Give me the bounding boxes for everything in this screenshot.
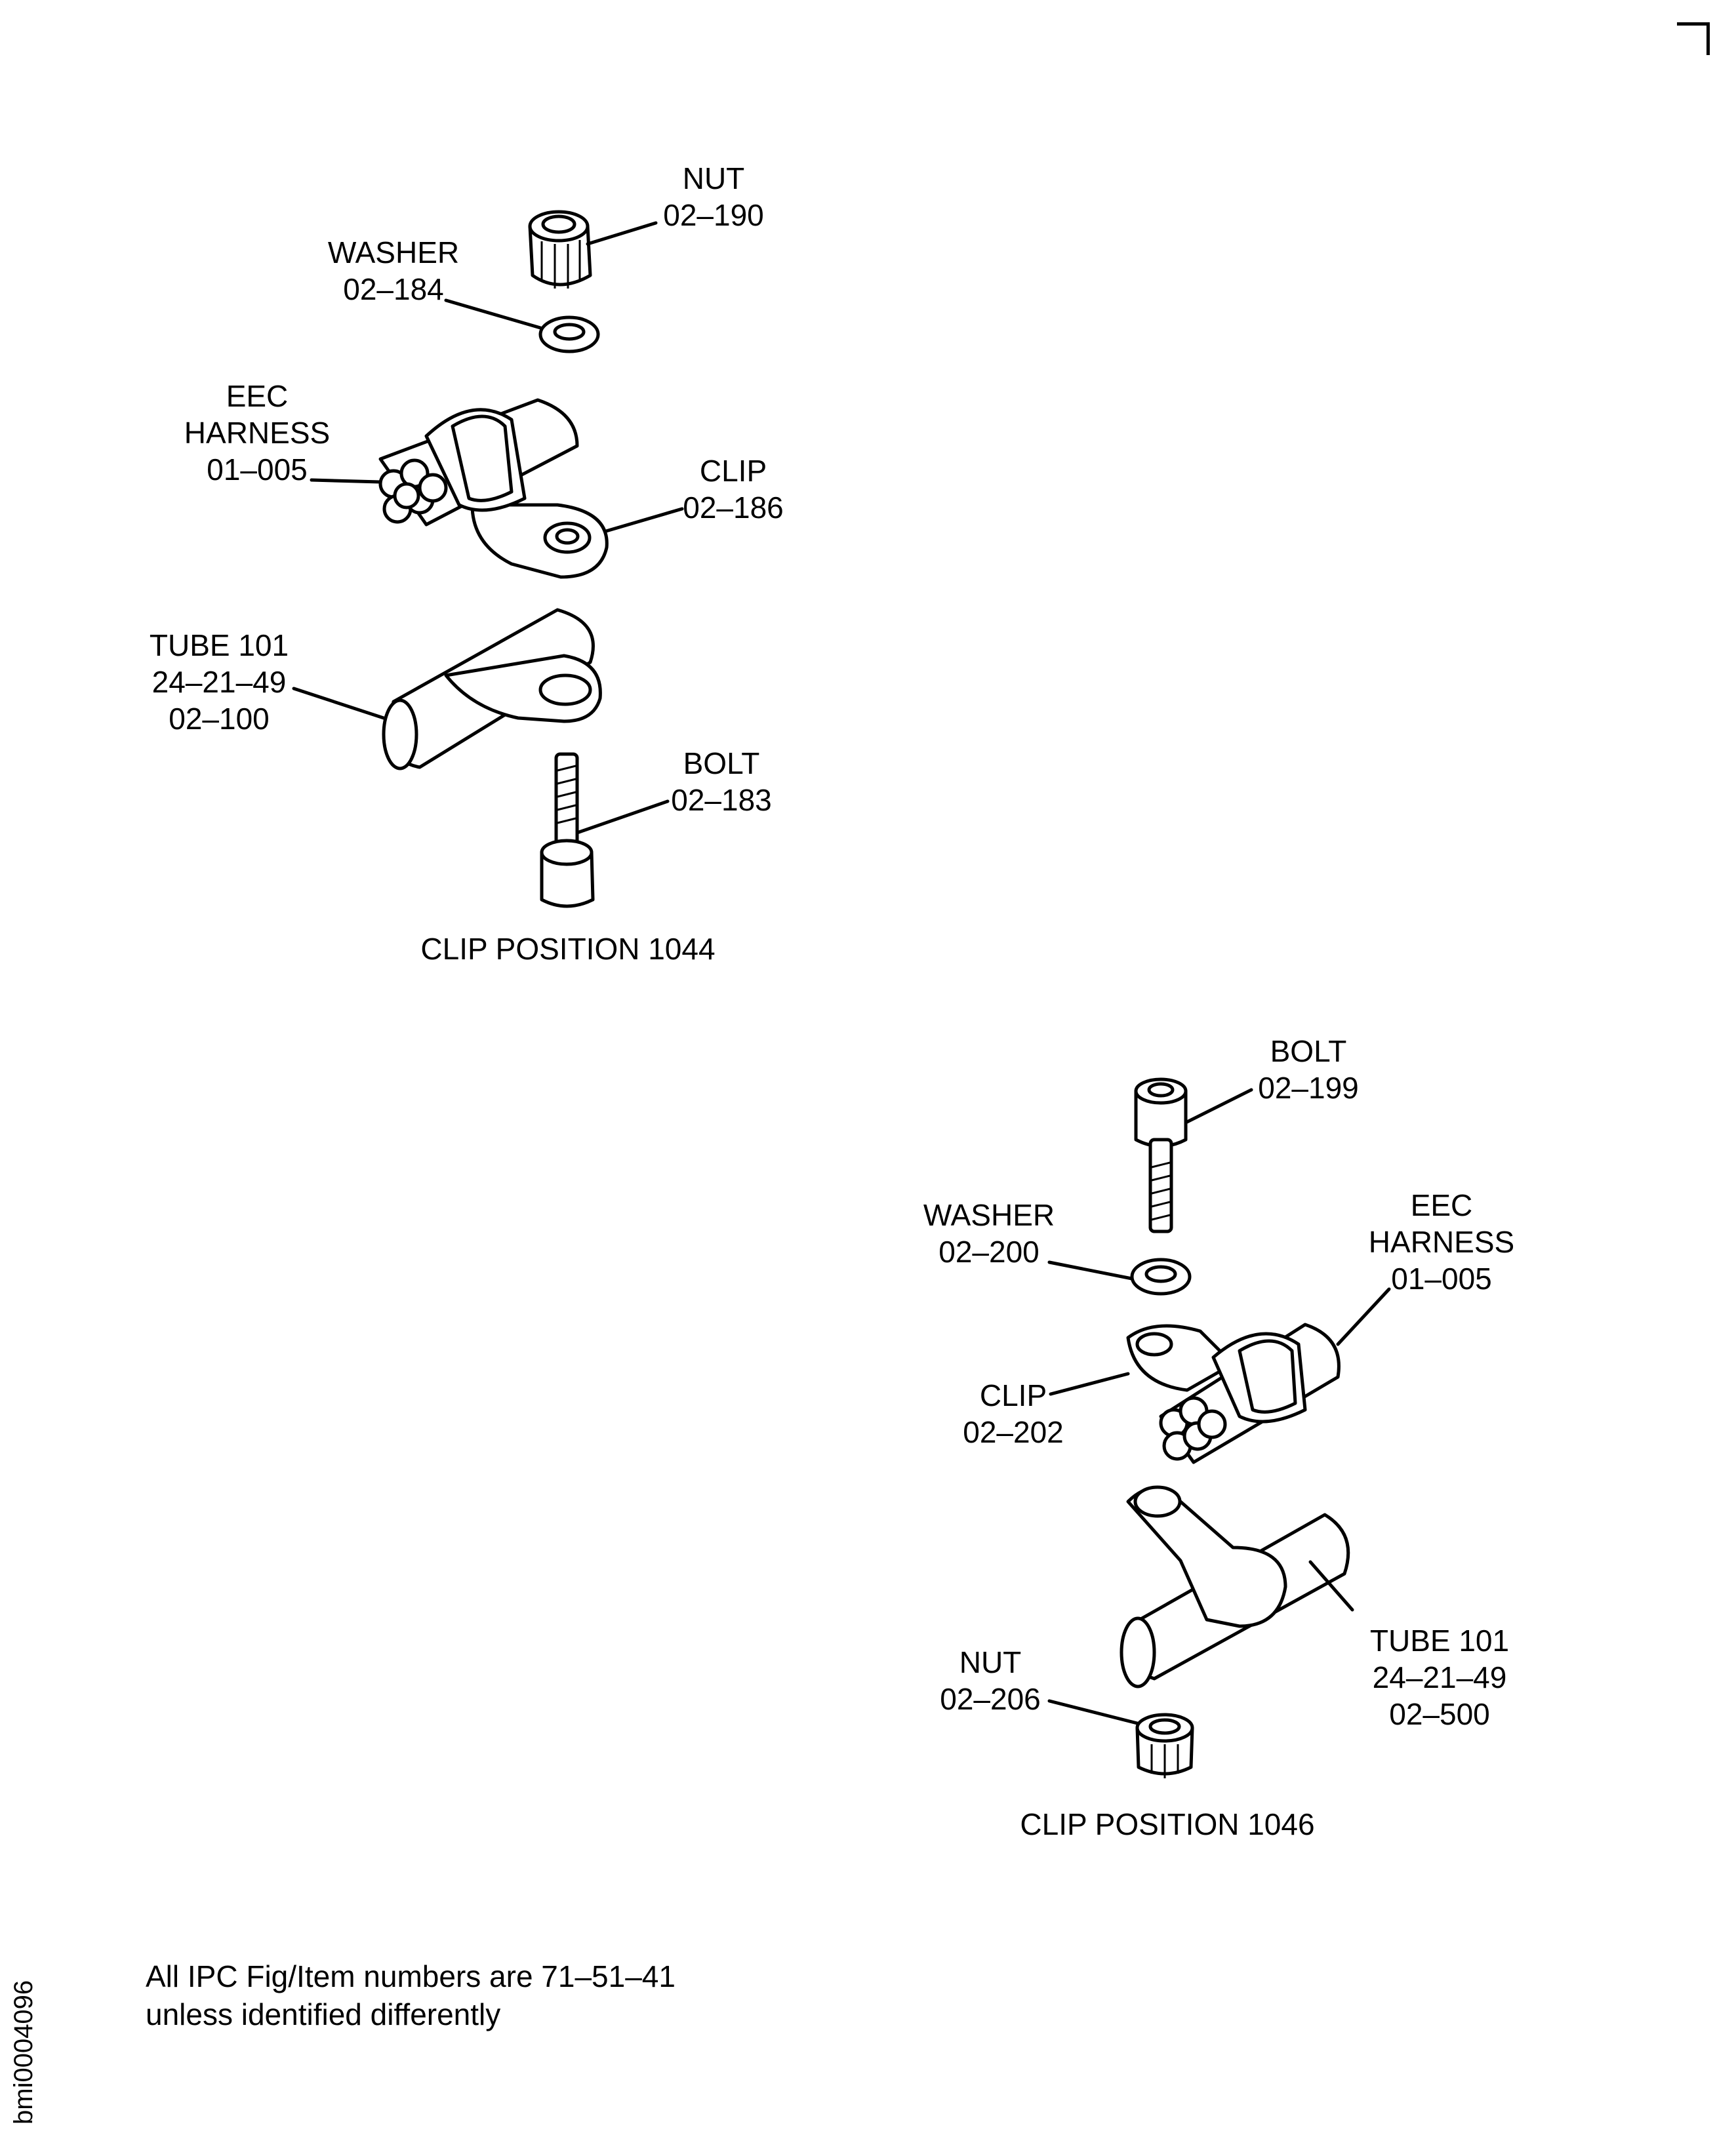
nut-02-190-part xyxy=(528,210,592,289)
leader-tube-02-500 xyxy=(1308,1560,1354,1612)
part-number: 02–100 xyxy=(169,702,270,736)
part-number: 02–184 xyxy=(343,272,444,306)
bolt-02-183-part xyxy=(540,752,595,908)
part-name: TUBE 101 xyxy=(149,628,289,662)
callout-nut-02-190: NUT 02–190 xyxy=(663,160,764,233)
part-number: 02–183 xyxy=(671,783,772,817)
callout-clip-02-202: CLIP 02–202 xyxy=(963,1377,1064,1450)
part-number: 02–206 xyxy=(940,1682,1041,1716)
part-name: NUT xyxy=(959,1645,1022,1679)
leader-clip-02-202 xyxy=(1049,1372,1130,1396)
harness-clip-assembly-1046 xyxy=(1126,1323,1341,1464)
part-name: CLIP xyxy=(979,1378,1047,1412)
part-number: 02–500 xyxy=(1389,1697,1490,1731)
tube-02-500-part xyxy=(1120,1485,1350,1688)
washer-02-200-part xyxy=(1130,1258,1192,1296)
note-line-1: All IPC Fig/Item numbers are 71–51–41 xyxy=(146,1959,676,1993)
figure-id: bmi0004096 xyxy=(9,1980,38,2125)
callout-tube-02-500: TUBE 101 24–21–49 02–500 xyxy=(1370,1622,1509,1732)
part-name: BOLT xyxy=(683,746,760,780)
callout-harness-01-005-1044: EEC HARNESS 01–005 xyxy=(184,378,330,488)
part-name: WASHER xyxy=(327,235,460,270)
part-number: 02–199 xyxy=(1258,1071,1359,1105)
callout-bolt-02-199: BOLT 02–199 xyxy=(1258,1033,1359,1106)
note-line-2: unless identified differently xyxy=(146,1997,501,2031)
part-name: TUBE 101 xyxy=(1369,1624,1510,1658)
washer-02-184-part xyxy=(538,315,600,353)
callout-tube-02-100: TUBE 101 24–21–49 02–100 xyxy=(150,627,289,737)
harness-clip-assembly-1044 xyxy=(378,398,609,579)
sheet-corner-mark xyxy=(1677,22,1710,55)
part-ref: 24–21–49 xyxy=(1372,1660,1507,1694)
callout-washer-02-200: WASHER 02–200 xyxy=(923,1197,1055,1270)
part-name: BOLT xyxy=(1270,1034,1347,1068)
part-name: WASHER xyxy=(923,1198,1055,1232)
ipc-reference-note: All IPC Fig/Item numbers are 71–51–41 un… xyxy=(146,1957,676,2033)
part-name-line1: EEC xyxy=(226,379,289,413)
callout-harness-01-005-1046: EEC HARNESS 01–005 xyxy=(1369,1187,1514,1297)
leader-harness-01-005-1046 xyxy=(1336,1287,1391,1346)
part-name-line2: HARNESS xyxy=(184,416,331,450)
leader-bolt-02-199 xyxy=(1184,1088,1253,1125)
leader-nut-02-190 xyxy=(586,221,658,246)
part-name: NUT xyxy=(682,161,745,195)
leader-clip-02-186 xyxy=(604,507,684,533)
part-number: 02–202 xyxy=(963,1415,1064,1449)
part-ref: 24–21–49 xyxy=(151,665,287,699)
tube-02-100-part xyxy=(382,608,602,770)
bolt-02-199-part xyxy=(1134,1077,1188,1233)
part-name-line2: HARNESS xyxy=(1368,1225,1515,1259)
leader-tube-02-100 xyxy=(292,687,386,720)
callout-clip-02-186: CLIP 02–186 xyxy=(683,452,784,526)
caption-clip-position-1046: CLIP POSITION 1046 xyxy=(1020,1807,1315,1841)
callout-nut-02-206: NUT 02–206 xyxy=(940,1644,1041,1717)
part-number: 01–005 xyxy=(1391,1262,1492,1296)
part-number: 02–190 xyxy=(663,198,764,232)
leader-washer-02-200 xyxy=(1047,1260,1134,1281)
leader-nut-02-206 xyxy=(1047,1699,1139,1725)
part-name: CLIP xyxy=(699,454,767,488)
callout-washer-02-184: WASHER 02–184 xyxy=(328,234,459,308)
leader-harness-01-005-1044 xyxy=(310,478,382,484)
nut-02-206-part xyxy=(1135,1713,1194,1778)
callout-bolt-02-183: BOLT 02–183 xyxy=(671,745,772,818)
part-number: 02–200 xyxy=(939,1235,1040,1269)
caption-clip-position-1044: CLIP POSITION 1044 xyxy=(420,932,716,966)
part-number: 01–005 xyxy=(207,452,308,487)
part-name-line1: EEC xyxy=(1410,1188,1473,1222)
leader-washer-02-184 xyxy=(444,298,542,330)
leader-bolt-02-183 xyxy=(575,799,670,835)
part-number: 02–186 xyxy=(683,490,784,525)
